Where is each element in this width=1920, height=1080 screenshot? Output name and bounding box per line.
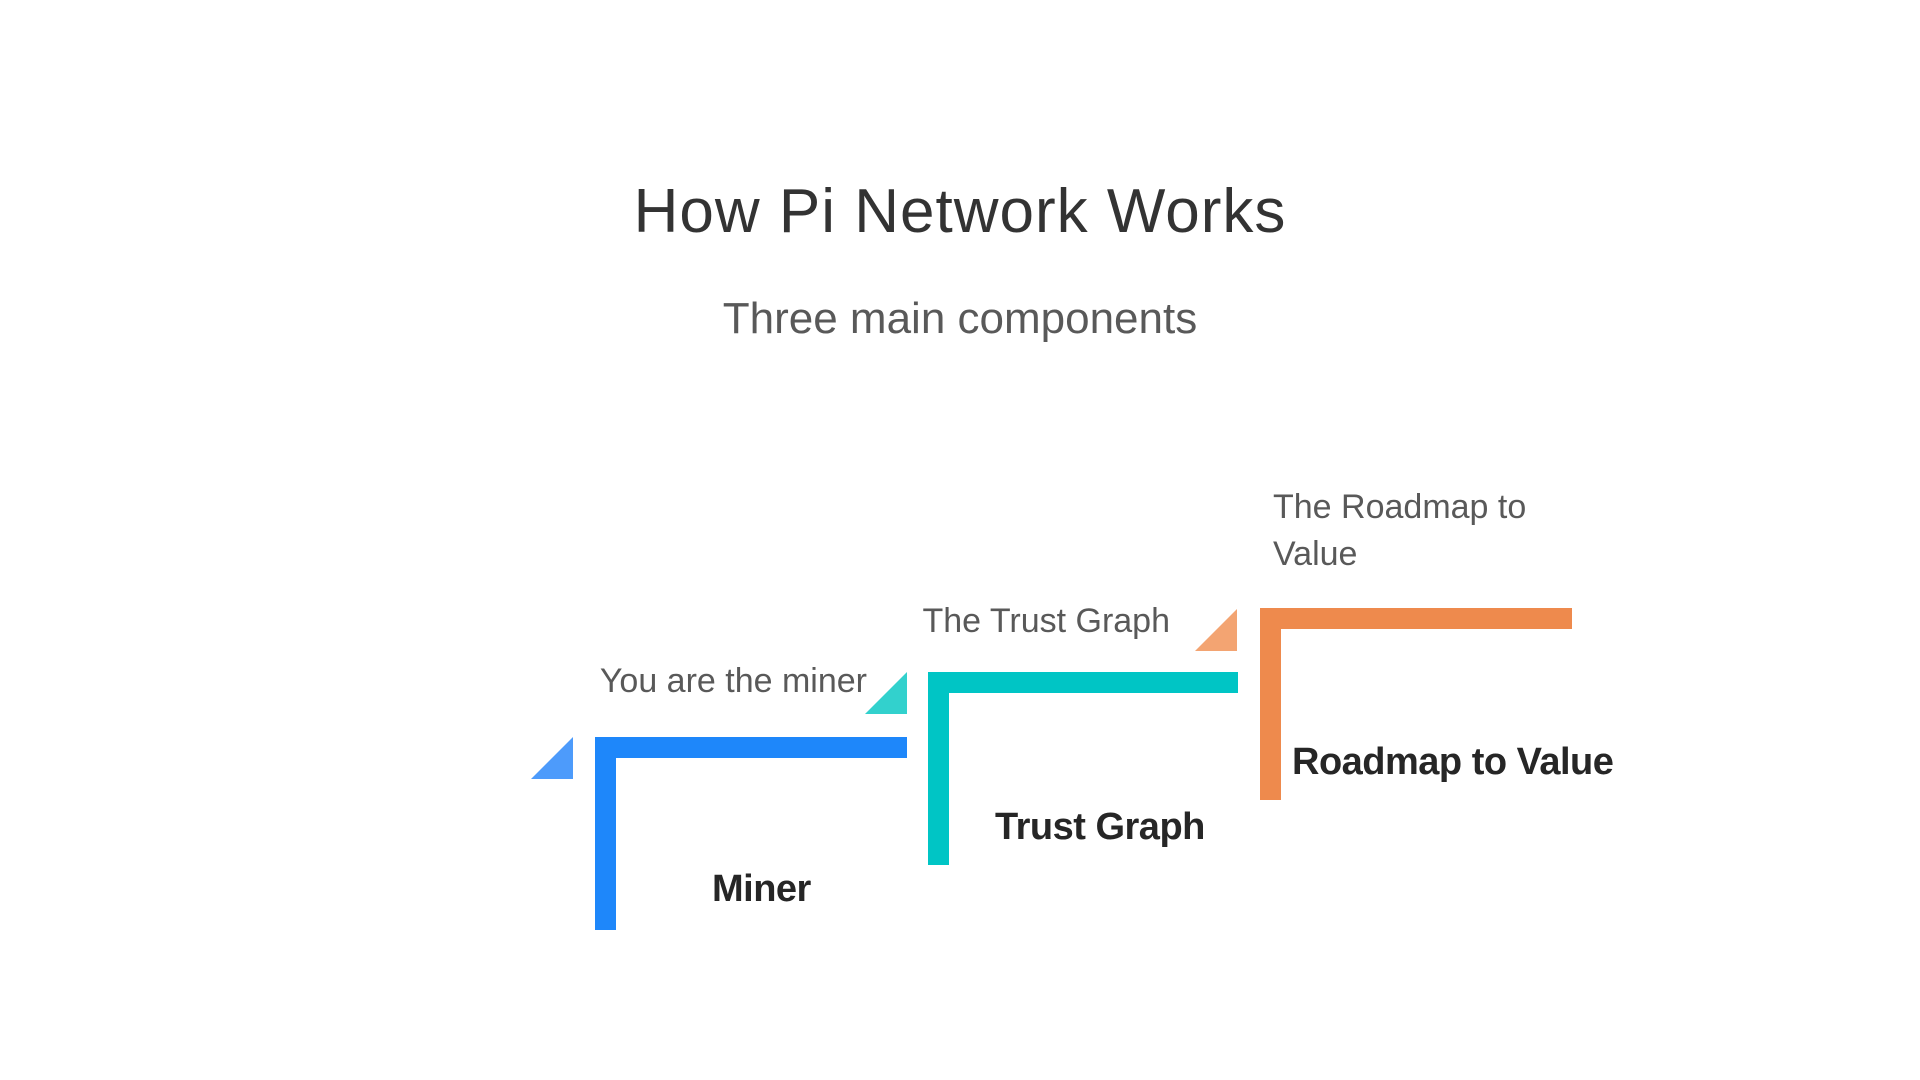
trust-graph-step-caption: The Trust Graph	[922, 602, 1170, 640]
miner-step-bar	[595, 737, 907, 930]
miner-step-caption: You are the miner	[599, 662, 867, 700]
roadmap-step-caption: The Roadmap to Value	[1273, 488, 1527, 573]
miner-step-title: Miner	[712, 868, 811, 910]
page-subtitle: Three main components	[722, 294, 1198, 343]
roadmap-step-bar	[1260, 608, 1572, 800]
roadmap-step-triangle-icon	[1195, 609, 1237, 651]
roadmap-step-title: Roadmap to Value	[1292, 741, 1614, 783]
trust-graph-step-title: Trust Graph	[995, 806, 1205, 848]
miner-step-triangle-icon	[531, 737, 573, 779]
trust-graph-step-triangle-icon	[865, 672, 907, 714]
page-title: How Pi Network Works	[633, 177, 1287, 246]
trust-graph-step-bar	[928, 672, 1238, 865]
